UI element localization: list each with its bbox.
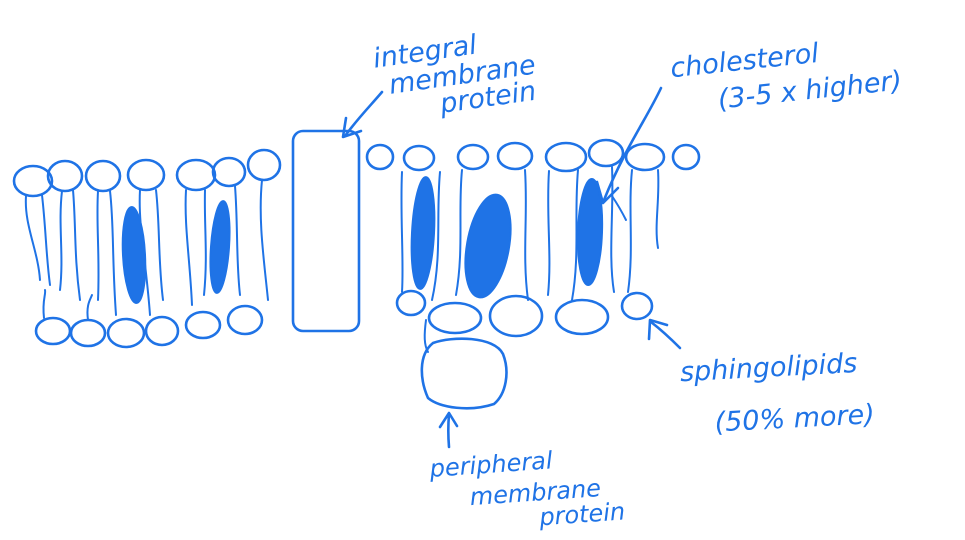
cholesterol-molecules xyxy=(121,177,604,304)
cholesterol-4 xyxy=(458,191,517,301)
peripheral-label-line3: protein xyxy=(537,497,626,531)
cholesterol-label: cholesterol (3-5 x higher) xyxy=(669,30,904,121)
peripheral-arrow xyxy=(440,413,457,447)
integral-arrow xyxy=(343,92,382,137)
peripheral-label: peripheral membrane protein xyxy=(428,442,626,539)
peripheral-label-line1: peripheral xyxy=(428,446,554,483)
cholesterol-2 xyxy=(208,200,232,293)
cholesterol-1 xyxy=(121,206,148,303)
lipid-tails xyxy=(26,167,659,320)
integral-membrane-protein xyxy=(293,131,359,331)
sphingolipids-label-line1: sphingolipids xyxy=(679,348,858,388)
sphingolipids-label-line2: (50% more) xyxy=(714,399,876,438)
integral-label: integral membrane protein xyxy=(371,22,541,128)
sphingolipid-tail xyxy=(612,196,626,220)
sphingolipids-label: sphingolipids (50% more) xyxy=(679,347,875,440)
cholesterol-3 xyxy=(409,177,437,290)
peripheral-membrane-protein xyxy=(422,339,507,409)
sphingolipid-arrow xyxy=(649,320,680,348)
lower-leaflet-heads xyxy=(36,291,652,347)
